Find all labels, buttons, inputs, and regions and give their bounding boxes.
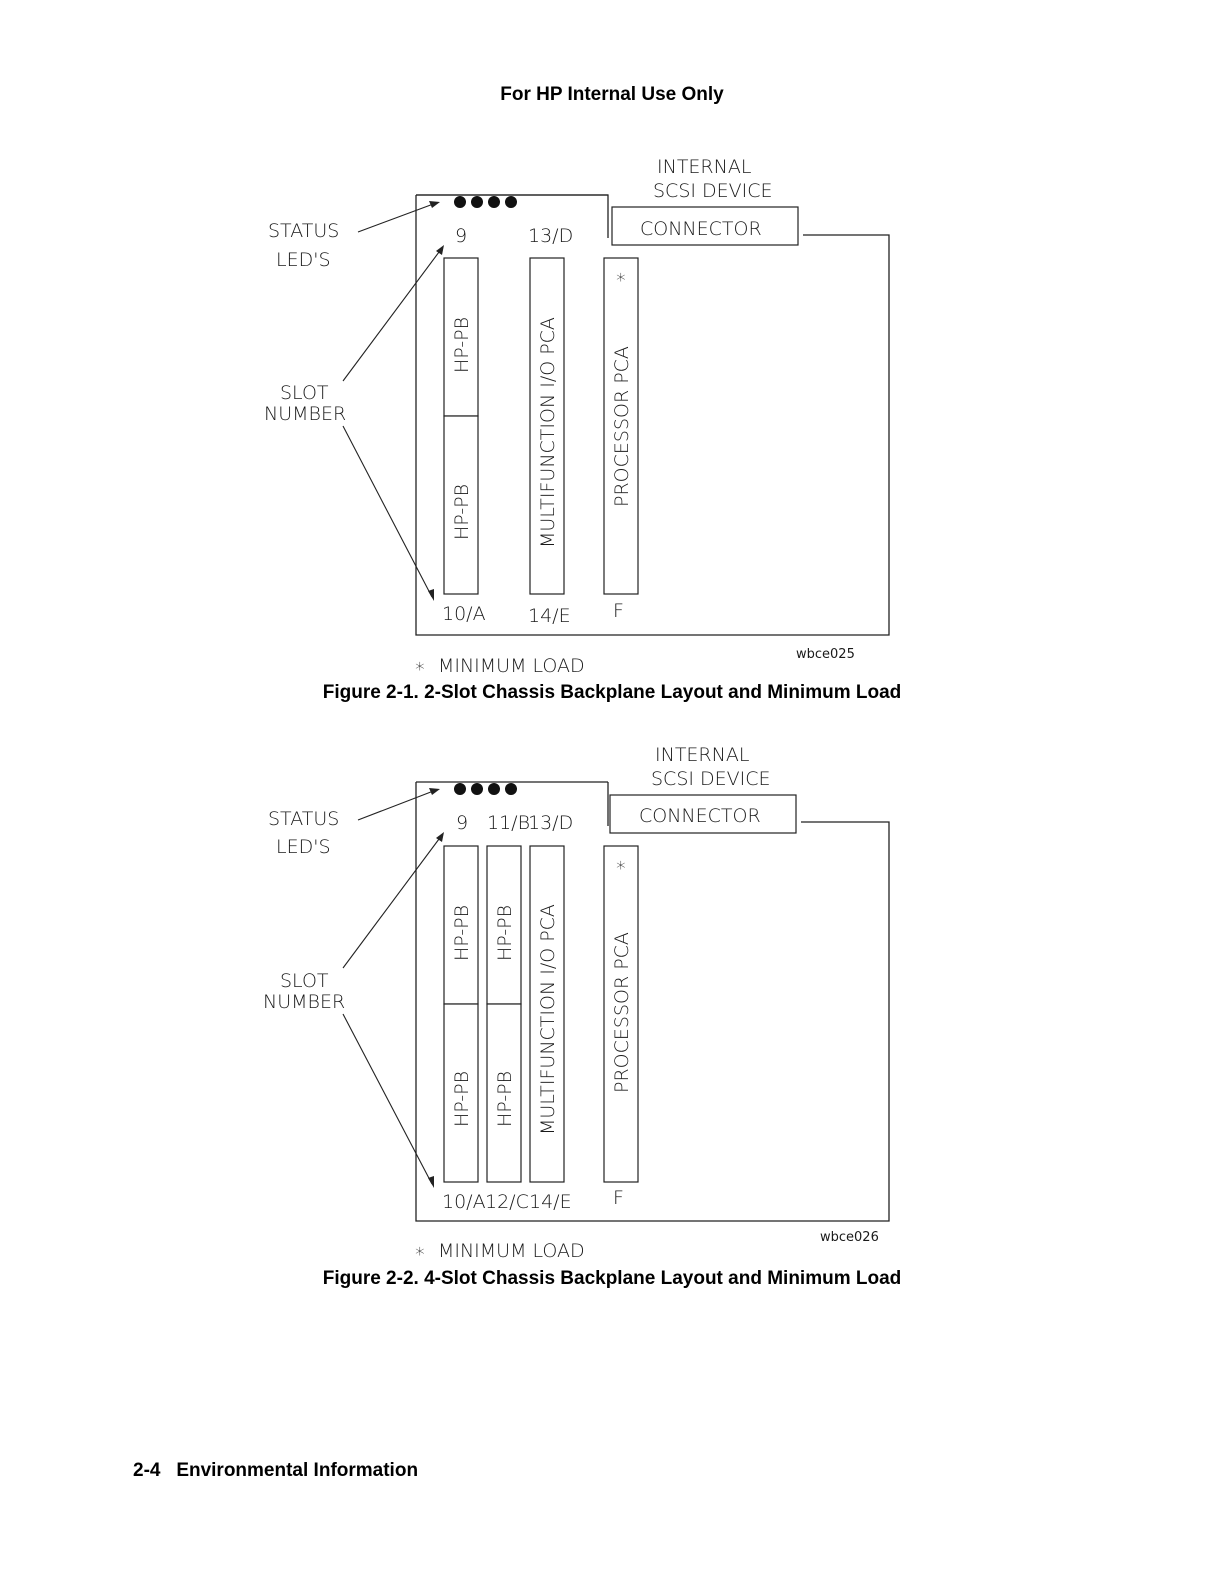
connector-label: CONNECTOR <box>640 218 762 240</box>
hp-pb-card-upper-2 <box>486 845 522 1005</box>
hp-pb-label-upper-2: HP-PB <box>494 905 516 961</box>
status-label-line2: LED'S <box>276 836 331 858</box>
minimum-load-star: ∗ <box>615 854 627 876</box>
hp-pb-label-lower: HP-PB <box>451 484 473 540</box>
connector-label: CONNECTOR <box>639 805 761 827</box>
figure-2-2-caption: Figure 2-2. 4-Slot Chassis Backplane Lay… <box>322 1268 902 1289</box>
hp-pb-card-upper <box>443 845 479 1005</box>
connector-box <box>609 794 797 834</box>
page-header: For HP Internal Use Only <box>500 84 724 105</box>
slot-number-9: 9 <box>455 225 467 247</box>
slot-number-10a: 10/A <box>442 603 486 625</box>
slot-number-14e: 14/E <box>529 1191 572 1213</box>
device-label-line1: INTERNAL <box>657 156 751 178</box>
status-leds <box>454 783 517 795</box>
slot-number-11b: 11/B <box>487 812 530 834</box>
slot-label-line2: NUMBER <box>263 991 345 1013</box>
minimum-load-legend: ∗ MINIMUM LOAD <box>414 1240 585 1262</box>
page-footer: 2-4 Environmental Information <box>133 1460 418 1482</box>
device-label-line1: INTERNAL <box>655 744 749 766</box>
processor-label: PROCESSOR PCA <box>611 932 633 1093</box>
status-leds <box>454 196 517 208</box>
hp-pb-card-upper <box>443 257 479 417</box>
device-label-line2: SCSI DEVICE <box>653 180 773 202</box>
minimum-load-star: ∗ <box>615 266 627 288</box>
figure-code: wbce025 <box>796 647 855 662</box>
hp-pb-label-lower: HP-PB <box>451 1071 473 1127</box>
slot-number-12c: 12/C <box>485 1191 529 1213</box>
processor-card <box>603 257 639 595</box>
processor-label: PROCESSOR PCA <box>611 346 633 507</box>
callout-arrows <box>342 201 444 601</box>
figure-code: wbce026 <box>820 1230 879 1245</box>
hp-pb-label-upper: HP-PB <box>451 905 473 961</box>
slot-label-line1: SLOT <box>280 970 329 992</box>
figure-2-1-caption: Figure 2-1. 2-Slot Chassis Backplane Lay… <box>322 682 902 703</box>
slot-label-line1: SLOT <box>280 382 329 404</box>
status-label-line2: LED'S <box>276 249 331 271</box>
page-number: 2-4 <box>133 1460 161 1481</box>
slot-number-10a: 10/A <box>442 1191 486 1213</box>
multifunction-card <box>529 845 565 1183</box>
hp-pb-card-lower <box>443 1003 479 1183</box>
slot-number-14e: 14/E <box>528 605 571 627</box>
slot-label-line2: NUMBER <box>264 403 346 425</box>
connector-box <box>611 206 799 246</box>
slot-number-f: F <box>613 600 624 622</box>
status-label-line1: STATUS <box>268 220 339 242</box>
hp-pb-label-upper: HP-PB <box>451 317 473 373</box>
slot-number-13d: 13/D <box>528 812 573 834</box>
multifunction-card <box>529 257 565 595</box>
section-title: Environmental Information <box>176 1460 419 1481</box>
hp-pb-card-lower <box>443 415 479 595</box>
processor-card <box>603 845 639 1183</box>
hp-pb-card-lower-2 <box>486 1003 522 1183</box>
figure-2-2-diagram: CONNECTOR INTERNAL SCSI DEVICE 9 11/B 13… <box>263 744 890 1262</box>
figure-2-1-diagram: CONNECTOR INTERNAL SCSI DEVICE 9 13/D HP… <box>264 156 890 677</box>
slot-number-13d: 13/D <box>528 225 573 247</box>
chassis-frame <box>415 781 890 1222</box>
callout-arrows <box>342 788 444 1188</box>
minimum-load-legend: ∗ MINIMUM LOAD <box>414 655 585 677</box>
slot-number-9: 9 <box>456 812 468 834</box>
device-label-line2: SCSI DEVICE <box>651 768 771 790</box>
chassis-frame <box>415 194 890 636</box>
status-label-line1: STATUS <box>268 808 339 830</box>
hp-pb-label-lower-2: HP-PB <box>494 1071 516 1127</box>
slot-number-f: F <box>613 1187 624 1209</box>
multifunction-label: MULTIFUNCTION I/O PCA <box>537 317 559 548</box>
multifunction-label: MULTIFUNCTION I/O PCA <box>537 904 559 1135</box>
